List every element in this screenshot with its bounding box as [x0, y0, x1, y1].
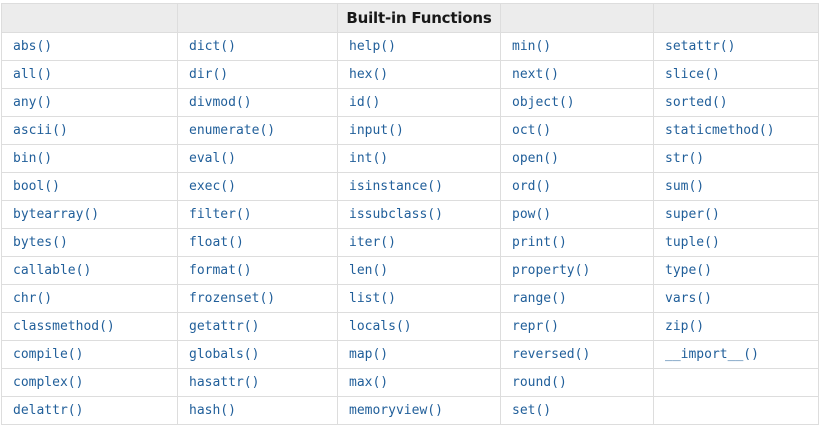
function-link[interactable]: property() — [500, 256, 654, 285]
function-link[interactable]: eval() — [177, 144, 338, 173]
function-link[interactable]: int() — [337, 144, 501, 173]
function-link[interactable]: reversed() — [500, 340, 654, 369]
table-body: abs()dict()help()min()setattr()all()dir(… — [1, 32, 819, 425]
function-link[interactable]: set() — [500, 396, 654, 425]
function-link[interactable]: float() — [177, 228, 338, 257]
table-row: complex()hasattr()max()round() — [1, 368, 819, 397]
function-link[interactable]: str() — [653, 144, 819, 173]
table-row: abs()dict()help()min()setattr() — [1, 32, 819, 61]
function-link[interactable]: slice() — [653, 60, 819, 89]
function-link[interactable]: callable() — [1, 256, 178, 285]
function-link[interactable]: frozenset() — [177, 284, 338, 313]
table-row: classmethod()getattr()locals()repr()zip(… — [1, 312, 819, 341]
function-link[interactable]: min() — [500, 32, 654, 61]
function-link[interactable]: print() — [500, 228, 654, 257]
function-link[interactable]: object() — [500, 88, 654, 117]
function-link[interactable]: setattr() — [653, 32, 819, 61]
function-link[interactable]: complex() — [1, 368, 178, 397]
function-link[interactable]: issubclass() — [337, 200, 501, 229]
function-link[interactable]: open() — [500, 144, 654, 173]
table-row: bytes()float()iter()print()tuple() — [1, 228, 819, 257]
function-link[interactable]: help() — [337, 32, 501, 61]
table-title: Built-in Functions — [337, 3, 501, 33]
function-link[interactable]: sorted() — [653, 88, 819, 117]
table-header: Built-in Functions — [1, 3, 819, 33]
table-row: compile()globals()map()reversed()__impor… — [1, 340, 819, 369]
table-row: bytearray()filter()issubclass()pow()supe… — [1, 200, 819, 229]
function-link[interactable]: tuple() — [653, 228, 819, 257]
function-link[interactable]: getattr() — [177, 312, 338, 341]
function-link[interactable]: classmethod() — [1, 312, 178, 341]
function-link[interactable]: ord() — [500, 172, 654, 201]
function-link[interactable]: bytearray() — [1, 200, 178, 229]
function-link[interactable]: max() — [337, 368, 501, 397]
function-link[interactable]: isinstance() — [337, 172, 501, 201]
header-cell-4 — [500, 3, 654, 33]
function-link[interactable]: vars() — [653, 284, 819, 313]
function-link[interactable]: filter() — [177, 200, 338, 229]
function-link[interactable]: super() — [653, 200, 819, 229]
table-cell-empty — [653, 368, 819, 397]
header-cell-2 — [177, 3, 338, 33]
function-link[interactable]: repr() — [500, 312, 654, 341]
function-link[interactable]: id() — [337, 88, 501, 117]
table-row: delattr()hash()memoryview()set() — [1, 396, 819, 425]
function-link[interactable]: oct() — [500, 116, 654, 145]
function-link[interactable]: round() — [500, 368, 654, 397]
function-link[interactable]: staticmethod() — [653, 116, 819, 145]
function-link[interactable]: dir() — [177, 60, 338, 89]
function-link[interactable]: dict() — [177, 32, 338, 61]
table-row: bool()exec()isinstance()ord()sum() — [1, 172, 819, 201]
table-row: all()dir()hex()next()slice() — [1, 60, 819, 89]
table-cell-empty — [653, 396, 819, 425]
function-link[interactable]: enumerate() — [177, 116, 338, 145]
function-link[interactable]: type() — [653, 256, 819, 285]
function-link[interactable]: bin() — [1, 144, 178, 173]
function-link[interactable]: bool() — [1, 172, 178, 201]
function-link[interactable]: bytes() — [1, 228, 178, 257]
table-row: any()divmod()id()object()sorted() — [1, 88, 819, 117]
builtin-functions-table: Built-in Functions abs()dict()help()min(… — [1, 3, 819, 425]
table-row: bin()eval()int()open()str() — [1, 144, 819, 173]
function-link[interactable]: globals() — [177, 340, 338, 369]
function-link[interactable]: divmod() — [177, 88, 338, 117]
builtin-functions-table-container: Built-in Functions abs()dict()help()min(… — [1, 3, 819, 425]
table-row: ascii()enumerate()input()oct()staticmeth… — [1, 116, 819, 145]
function-link[interactable]: abs() — [1, 32, 178, 61]
function-link[interactable]: input() — [337, 116, 501, 145]
function-link[interactable]: next() — [500, 60, 654, 89]
table-row: callable()format()len()property()type() — [1, 256, 819, 285]
function-link[interactable]: locals() — [337, 312, 501, 341]
function-link[interactable]: ascii() — [1, 116, 178, 145]
function-link[interactable]: len() — [337, 256, 501, 285]
header-cell-5 — [653, 3, 819, 33]
function-link[interactable]: memoryview() — [337, 396, 501, 425]
function-link[interactable]: chr() — [1, 284, 178, 313]
function-link[interactable]: hash() — [177, 396, 338, 425]
function-link[interactable]: zip() — [653, 312, 819, 341]
function-link[interactable]: __import__() — [653, 340, 819, 369]
function-link[interactable]: sum() — [653, 172, 819, 201]
function-link[interactable]: compile() — [1, 340, 178, 369]
function-link[interactable]: format() — [177, 256, 338, 285]
function-link[interactable]: map() — [337, 340, 501, 369]
function-link[interactable]: delattr() — [1, 396, 178, 425]
function-link[interactable]: hasattr() — [177, 368, 338, 397]
function-link[interactable]: hex() — [337, 60, 501, 89]
header-cell-1 — [1, 3, 178, 33]
function-link[interactable]: pow() — [500, 200, 654, 229]
page-root: Built-in Functions abs()dict()help()min(… — [1, 3, 819, 425]
function-link[interactable]: exec() — [177, 172, 338, 201]
function-link[interactable]: iter() — [337, 228, 501, 257]
function-link[interactable]: any() — [1, 88, 178, 117]
table-row: chr()frozenset()list()range()vars() — [1, 284, 819, 313]
function-link[interactable]: range() — [500, 284, 654, 313]
table-header-row: Built-in Functions — [1, 3, 819, 33]
function-link[interactable]: list() — [337, 284, 501, 313]
function-link[interactable]: all() — [1, 60, 178, 89]
